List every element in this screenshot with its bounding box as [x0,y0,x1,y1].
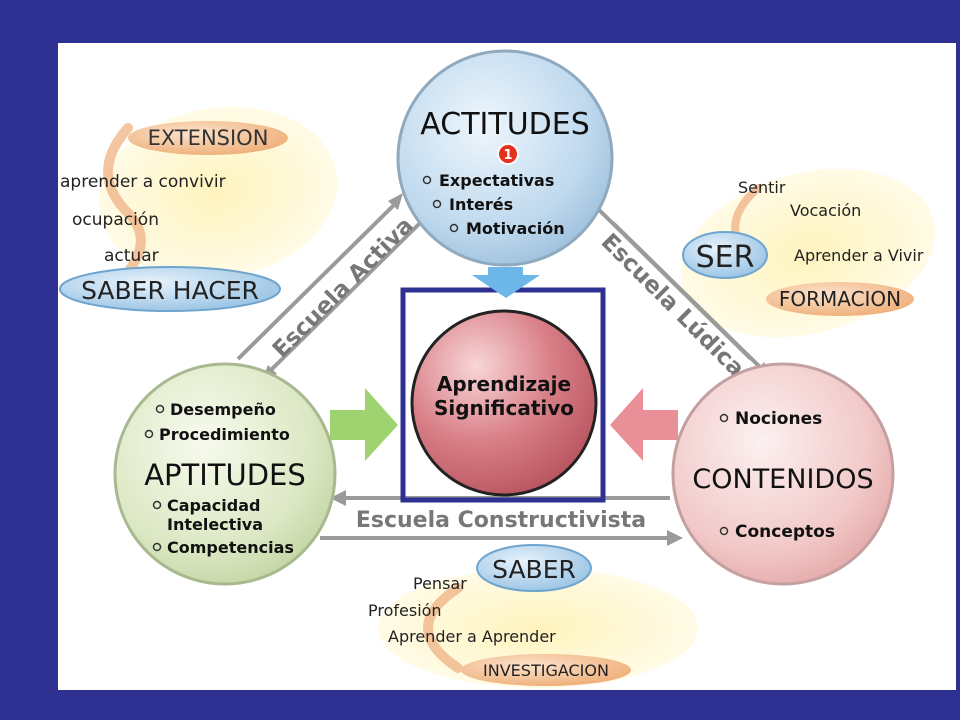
aptitudes-item-2: Procedimiento [159,425,290,444]
contenidos-node: Nociones CONTENIDOS Conceptos [671,362,895,586]
bullet-icon [152,500,162,510]
contenidos-item-2: Conceptos [735,522,835,542]
saber-item-3: Aprender a Aprender [388,627,556,646]
saber-group: SABER Pensar Profesión Aprender a Aprend… [368,544,698,688]
ser-badge [682,231,768,279]
arrow-down-blue [472,267,540,298]
saber-item-1: Pensar [413,574,467,593]
bullet-icon [152,542,162,552]
ser-group: Sentir Vocación SER Aprender a Vivir FOR… [680,168,936,338]
extension-group: EXTENSION aprender a convivir ocupación … [59,106,338,312]
saber-badge-label: SABER [492,555,576,584]
actitudes-item-3: Motivación [466,219,565,238]
center-line-2: Significativo [434,396,574,420]
ser-item-3: Aprender a Vivir [794,246,924,265]
actitudes-title: ACTITUDES [420,107,590,142]
bullet-icon [719,413,729,423]
ser-badge-label: SER [696,240,755,275]
actitudes-badge-number: 1 [503,148,512,163]
extension-title: EXTENSION [148,126,269,150]
actitudes-item-2: Interés [449,195,513,214]
bullet-icon [144,429,154,439]
ser-item-2: Vocación [790,201,861,220]
aptitudes-title: APTITUDES [144,458,306,492]
extension-item-1: aprender a convivir [60,172,226,192]
actitudes-node: ACTITUDES 1 Expectativas Interés Motivac… [396,49,614,267]
aptitudes-item-5: Competencias [167,538,294,557]
saber-hacer-badge [59,266,281,312]
actitudes-item-1: Expectativas [439,171,554,190]
center-node: Aprendizaje Significativo [410,309,598,497]
arrow-left-pink [610,388,678,461]
saber-halo [378,568,698,688]
saber-swoosh [423,583,463,673]
bullet-icon [432,199,442,209]
investigacion-title: INVESTIGACION [483,661,609,680]
arrow-right-green [330,388,398,461]
extension-item-3: actuar [104,246,159,266]
formacion-pill [766,282,914,316]
extension-title-pill [128,121,288,155]
bullet-icon [719,526,729,536]
center-line-1: Aprendizaje [437,372,571,396]
learning-diagram: EXTENSION aprender a convivir ocupación … [59,49,936,688]
ser-item-1: Sentir [738,178,786,197]
formacion-title: FORMACION [779,287,901,311]
investigacion-pill [461,654,631,686]
aptitudes-node: Desempeño Procedimiento APTITUDES Capaci… [113,362,337,586]
extension-swoosh [103,123,146,288]
aptitudes-item-3: Capacidad [167,496,260,515]
bullet-icon [422,175,432,185]
aptitudes-item-1: Desempeño [170,400,276,419]
escuela-constructivista-label: Escuela Constructivista [356,508,646,533]
actitudes-number-badge [497,143,519,165]
extension-halo [98,106,338,280]
saber-badge [476,544,592,592]
saber-hacer-label: SABER HACER [81,276,259,305]
saber-item-2: Profesión [368,601,442,620]
aptitudes-item-4: Intelectiva [167,515,263,534]
bullet-icon [155,404,165,414]
contenidos-item-1: Nociones [735,409,822,429]
extension-item-2: ocupación [72,210,159,230]
diagram-canvas: EXTENSION aprender a convivir ocupación … [58,43,956,690]
contenidos-title: CONTENIDOS [692,464,873,495]
bullet-icon [449,223,459,233]
